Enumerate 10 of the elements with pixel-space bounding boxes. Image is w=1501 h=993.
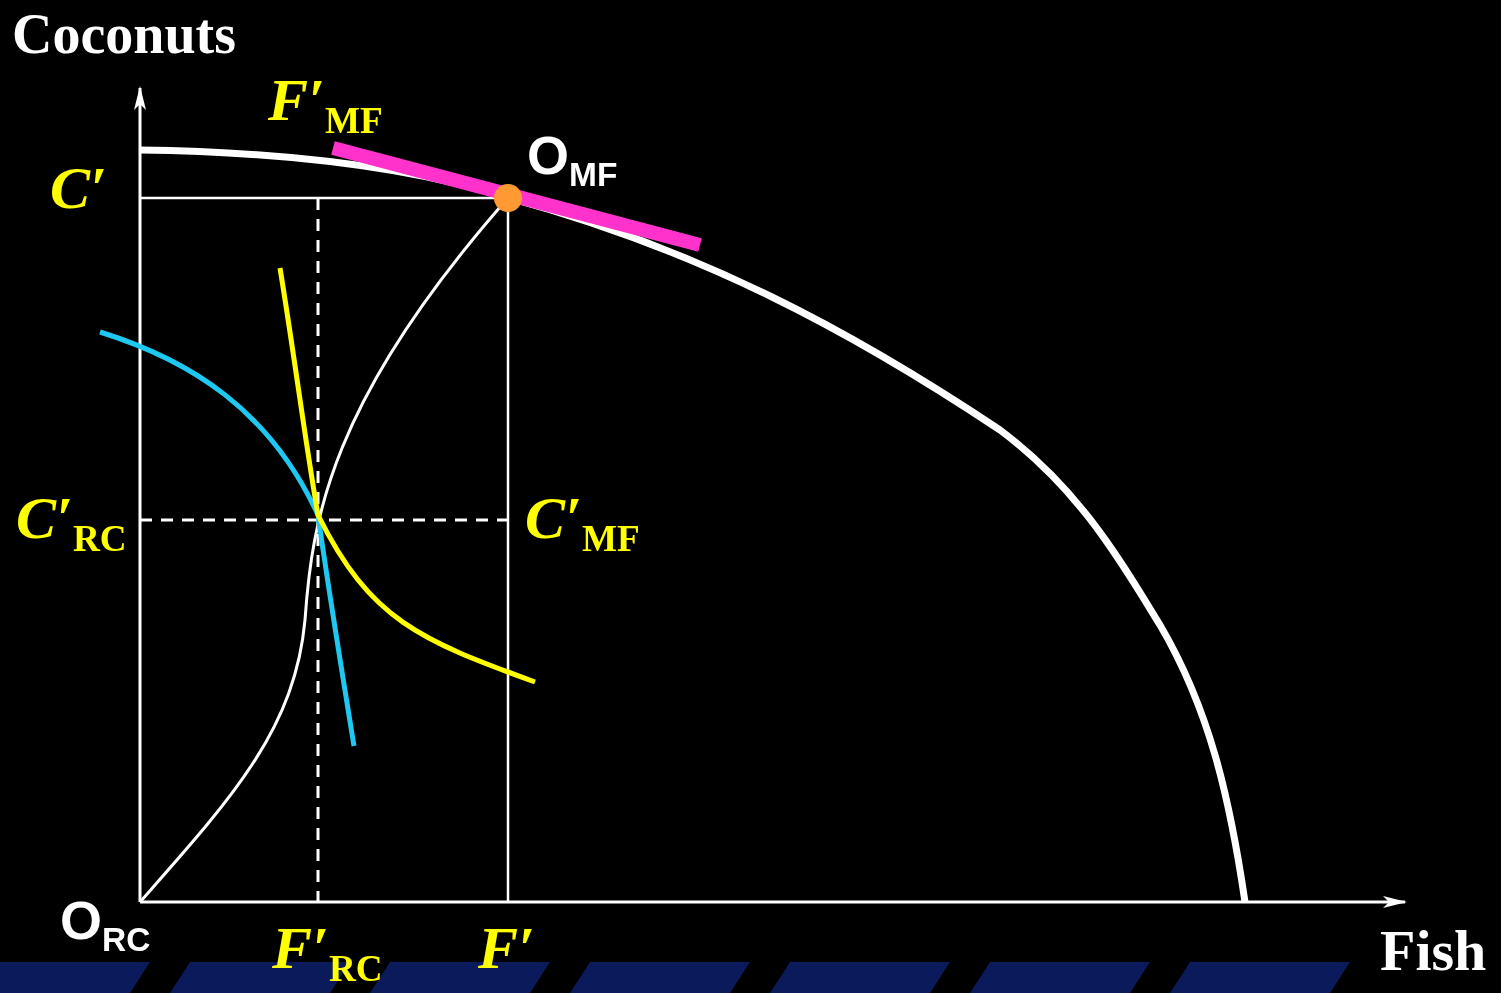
origin-label: O$_{MF}$ (527, 128, 618, 192)
point-label: F′$_{RC}$ (272, 918, 383, 988)
origin-label: O$_{RC}$ (60, 893, 151, 957)
point-label: C′$_{RC}$ (16, 488, 127, 558)
point-label: F′$_{MF}$ (268, 70, 383, 140)
point-label: C′$_{MF}$ (525, 488, 640, 558)
axis-label: Fish (1380, 922, 1487, 980)
point-label: F′ (478, 918, 535, 978)
axis-label: Coconuts (12, 6, 237, 62)
point-label: C′ (50, 158, 107, 218)
